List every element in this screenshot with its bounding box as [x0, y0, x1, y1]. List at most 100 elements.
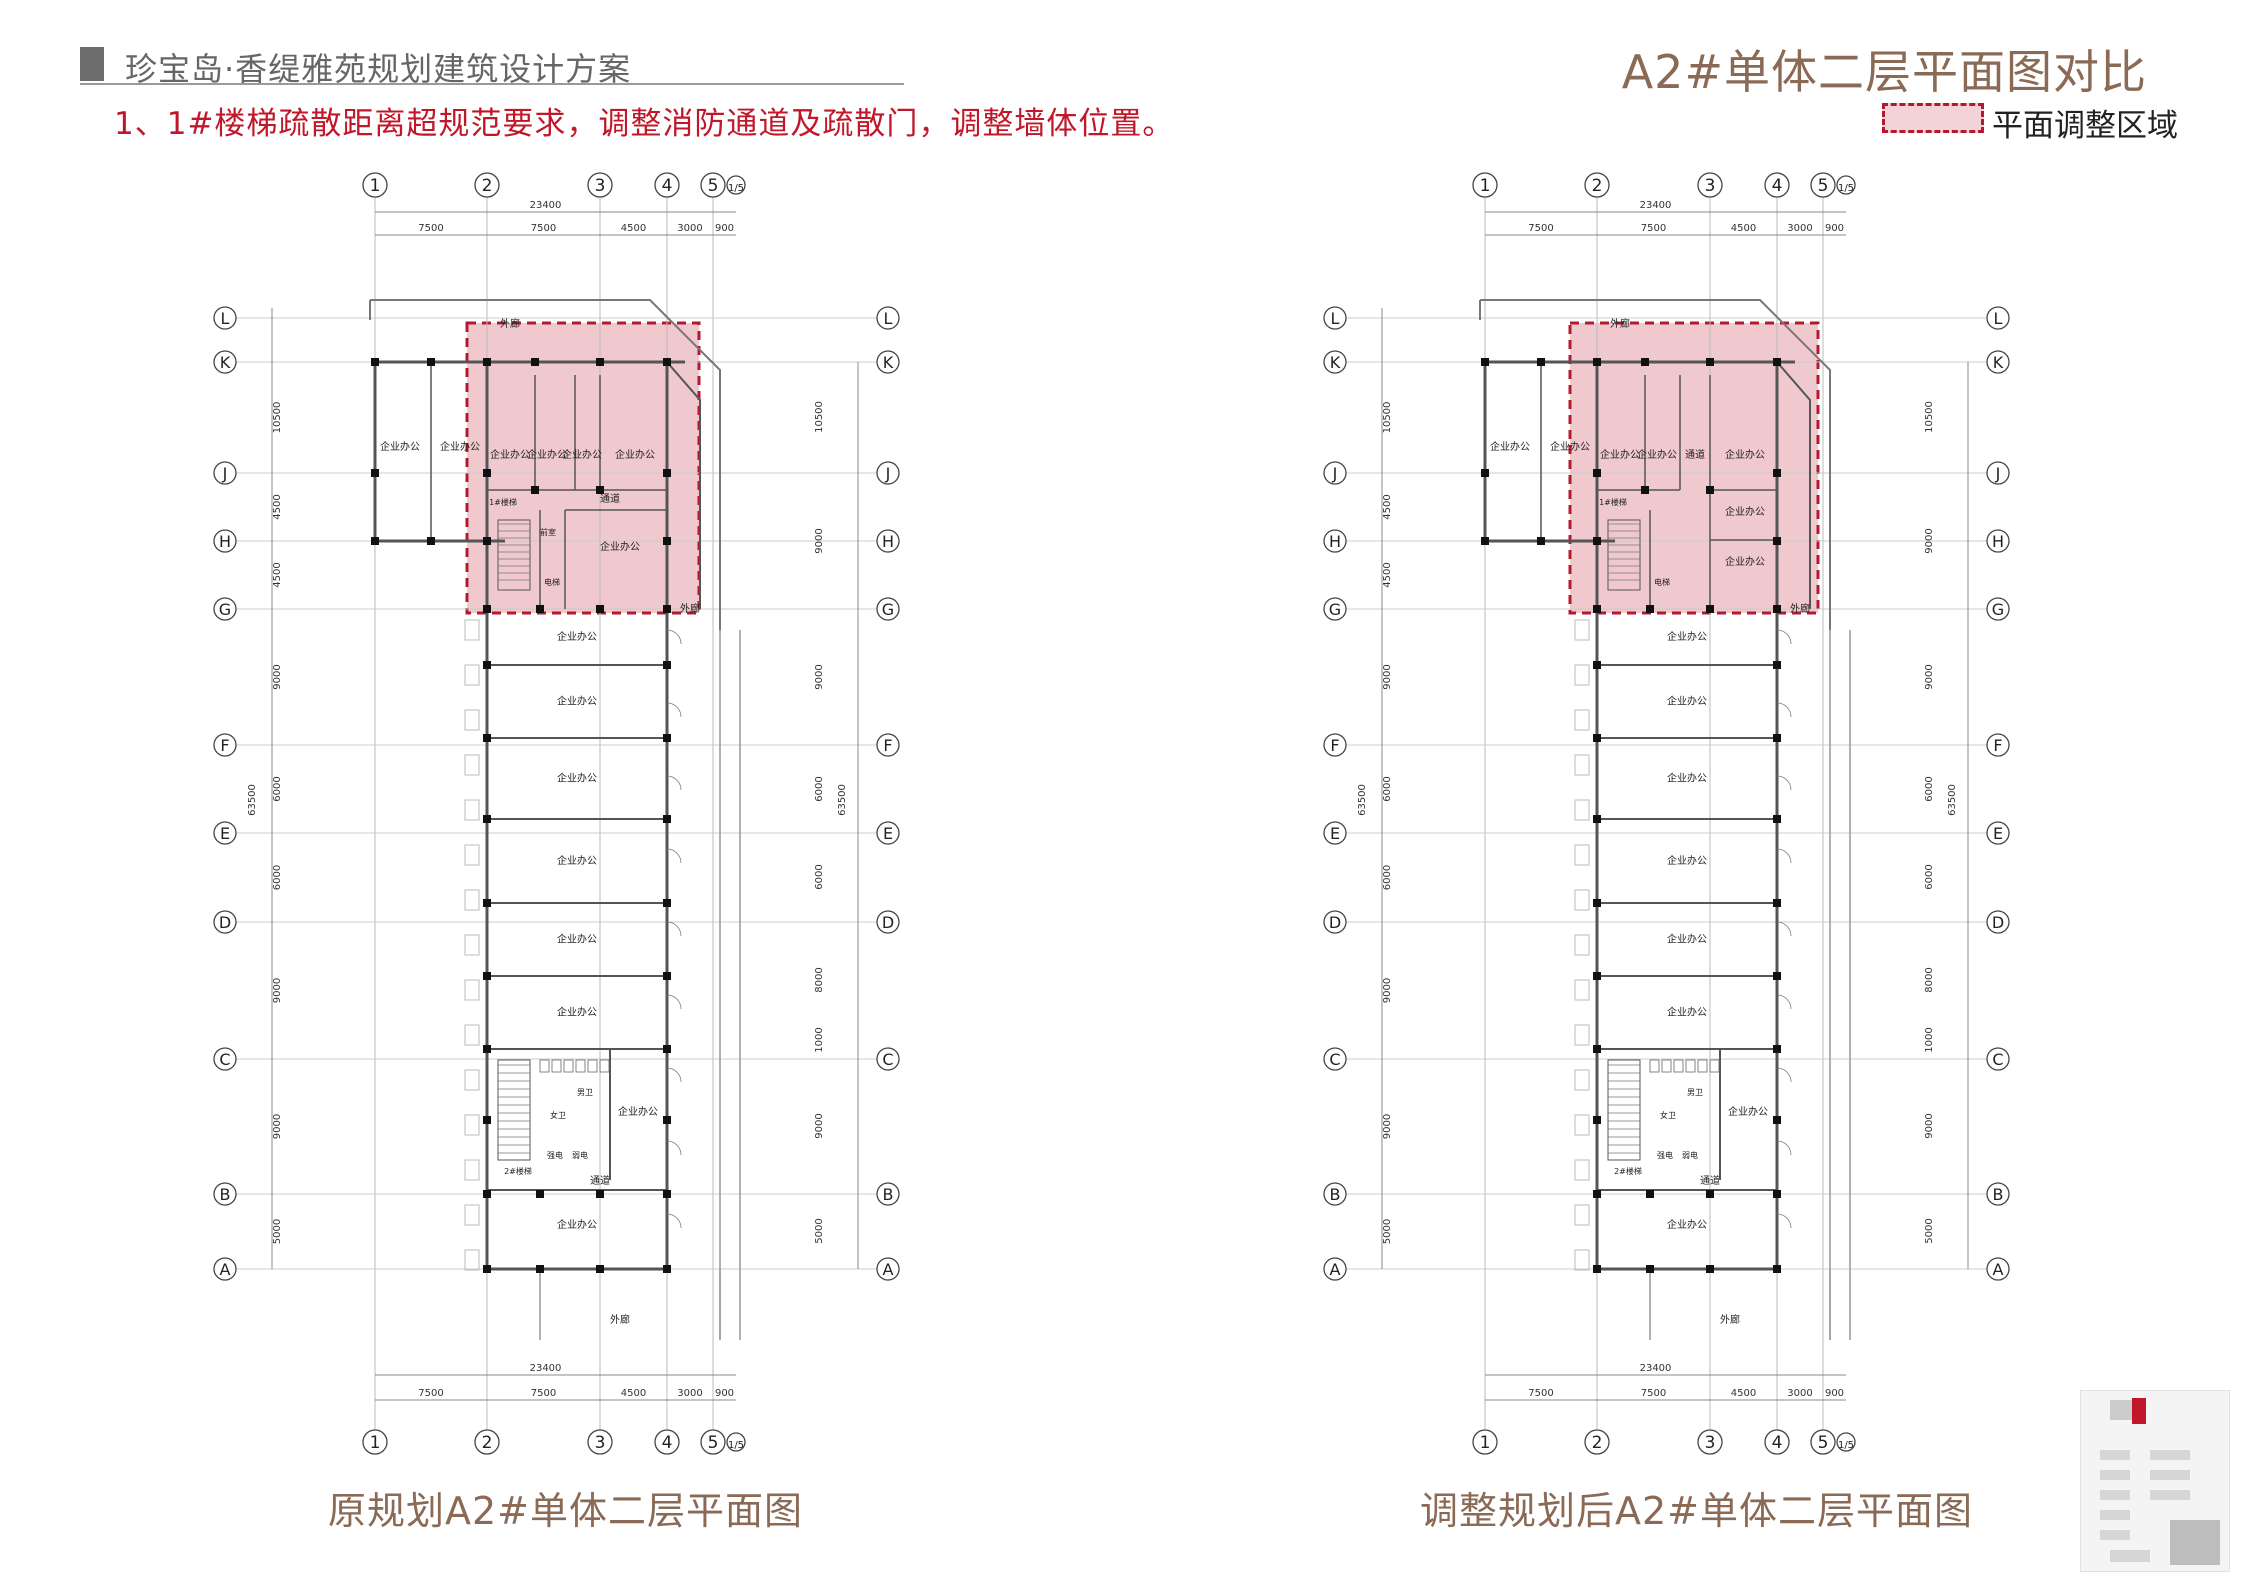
axis-bubble: [876, 350, 900, 374]
structural-column: [1773, 899, 1781, 907]
door-swing: [1776, 629, 1792, 645]
axis-label: D: [219, 913, 231, 932]
dim-text: 10500: [1382, 402, 1393, 434]
structural-column: [1706, 1265, 1714, 1273]
structural-column: [483, 1116, 491, 1124]
axis-label: E: [220, 824, 230, 843]
dim-text: 9000: [272, 664, 283, 689]
room-label: 企业办公: [380, 440, 420, 453]
axis-bubble: [1836, 175, 1856, 195]
door-swing: [666, 702, 682, 718]
structural-column: [663, 661, 671, 669]
door-swing: [666, 1140, 682, 1156]
dim-text: 8000: [1924, 967, 1935, 992]
south-corridor: [1649, 1269, 1831, 1340]
axis-label: C: [1329, 1050, 1340, 1069]
structural-column: [1537, 537, 1545, 545]
angled-wall: [1776, 361, 1811, 609]
axis-bubble: [213, 1257, 237, 1281]
site-key-plan: [2080, 1390, 2230, 1572]
room-label: 企业办公: [1728, 1105, 1768, 1118]
structural-column: [1593, 1190, 1601, 1198]
door-swing: [1776, 1067, 1792, 1083]
structural-column: [1706, 358, 1714, 366]
window-mark: [464, 1249, 480, 1271]
dim-total-width: 23400: [1640, 200, 1672, 211]
structural-column: [1706, 486, 1714, 494]
axis-bubble: [876, 910, 900, 934]
south-corridor: [539, 1269, 721, 1340]
axis-bubble: [654, 172, 680, 198]
window-mark: [1574, 754, 1590, 776]
axis-label: L: [1331, 309, 1340, 328]
axis-bubble: [1810, 1429, 1836, 1455]
axis-label: E: [1993, 824, 2003, 843]
structural-column: [1593, 1116, 1601, 1124]
toilet-stall: [539, 1059, 550, 1073]
axis-label: 2: [482, 1433, 493, 1453]
door-swing: [666, 1067, 682, 1083]
axis-bubble: [213, 461, 237, 485]
structural-column: [1593, 734, 1601, 742]
axis-bubble: [1584, 172, 1610, 198]
window-mark: [464, 664, 480, 686]
door-swing: [1776, 1140, 1792, 1156]
stair-2: [1607, 1059, 1641, 1161]
axis-bubble: [1323, 733, 1347, 757]
axis-label: F: [220, 736, 229, 755]
window-mark: [1574, 619, 1590, 641]
window-mark: [464, 1069, 480, 1091]
window-mark: [1574, 889, 1590, 911]
structural-column: [596, 1265, 604, 1273]
room-label: 企业办公: [440, 440, 480, 453]
stair-1: [1607, 519, 1641, 591]
room-label: 企业办公: [1725, 448, 1765, 461]
page-title: A2#单体二层平面图对比: [1621, 45, 2147, 99]
room-label: 企业办公: [557, 1006, 597, 1019]
dim-text: 7500: [1528, 1388, 1553, 1399]
structural-column: [1646, 605, 1654, 613]
window-mark: [1574, 979, 1590, 1001]
axis-bubble: [1986, 1257, 2010, 1281]
window-mark: [464, 1204, 480, 1226]
stair-2: [497, 1059, 531, 1161]
structural-column: [483, 537, 491, 545]
stair-1: [497, 519, 531, 591]
window-mark: [1574, 844, 1590, 866]
axis-bubble: [362, 172, 388, 198]
dim-text: 7500: [418, 223, 443, 234]
axis-label: J: [222, 464, 228, 483]
structural-column: [1593, 899, 1601, 907]
room-label: 企业办公: [1667, 933, 1707, 946]
east-corridor: [1829, 630, 1851, 1340]
structural-column: [483, 469, 491, 477]
axis-label: 4: [1772, 176, 1783, 196]
structural-column: [531, 486, 539, 494]
toilet-stall: [1685, 1059, 1696, 1073]
room-label: 企业办公: [490, 448, 530, 461]
axis-bubble: [213, 306, 237, 330]
structural-column: [663, 899, 671, 907]
structural-column: [1641, 358, 1649, 366]
axis-label: A: [220, 1260, 231, 1279]
balcony-outline: [1479, 299, 1831, 630]
dim-total-depth: 63500: [247, 784, 258, 816]
dim-text: 7500: [1641, 1388, 1666, 1399]
axis-bubble: [726, 1432, 746, 1452]
axis-label: 2: [482, 176, 493, 196]
dim-text: 9000: [272, 1114, 283, 1139]
structural-column: [1593, 972, 1601, 980]
axis-label: 4: [662, 176, 673, 196]
structural-column: [483, 661, 491, 669]
structural-column: [1773, 972, 1781, 980]
structural-column: [371, 537, 379, 545]
axis-label: F: [1330, 736, 1339, 755]
structural-column: [1773, 537, 1781, 545]
axis-label: 1/5: [1838, 1440, 1854, 1451]
axis-label: G: [219, 600, 231, 619]
axis-label: 1/5: [728, 1440, 744, 1451]
toilet-stall: [1697, 1059, 1708, 1073]
door-swing: [666, 848, 682, 864]
axis-label: G: [1329, 600, 1341, 619]
window-mark: [1574, 1204, 1590, 1226]
